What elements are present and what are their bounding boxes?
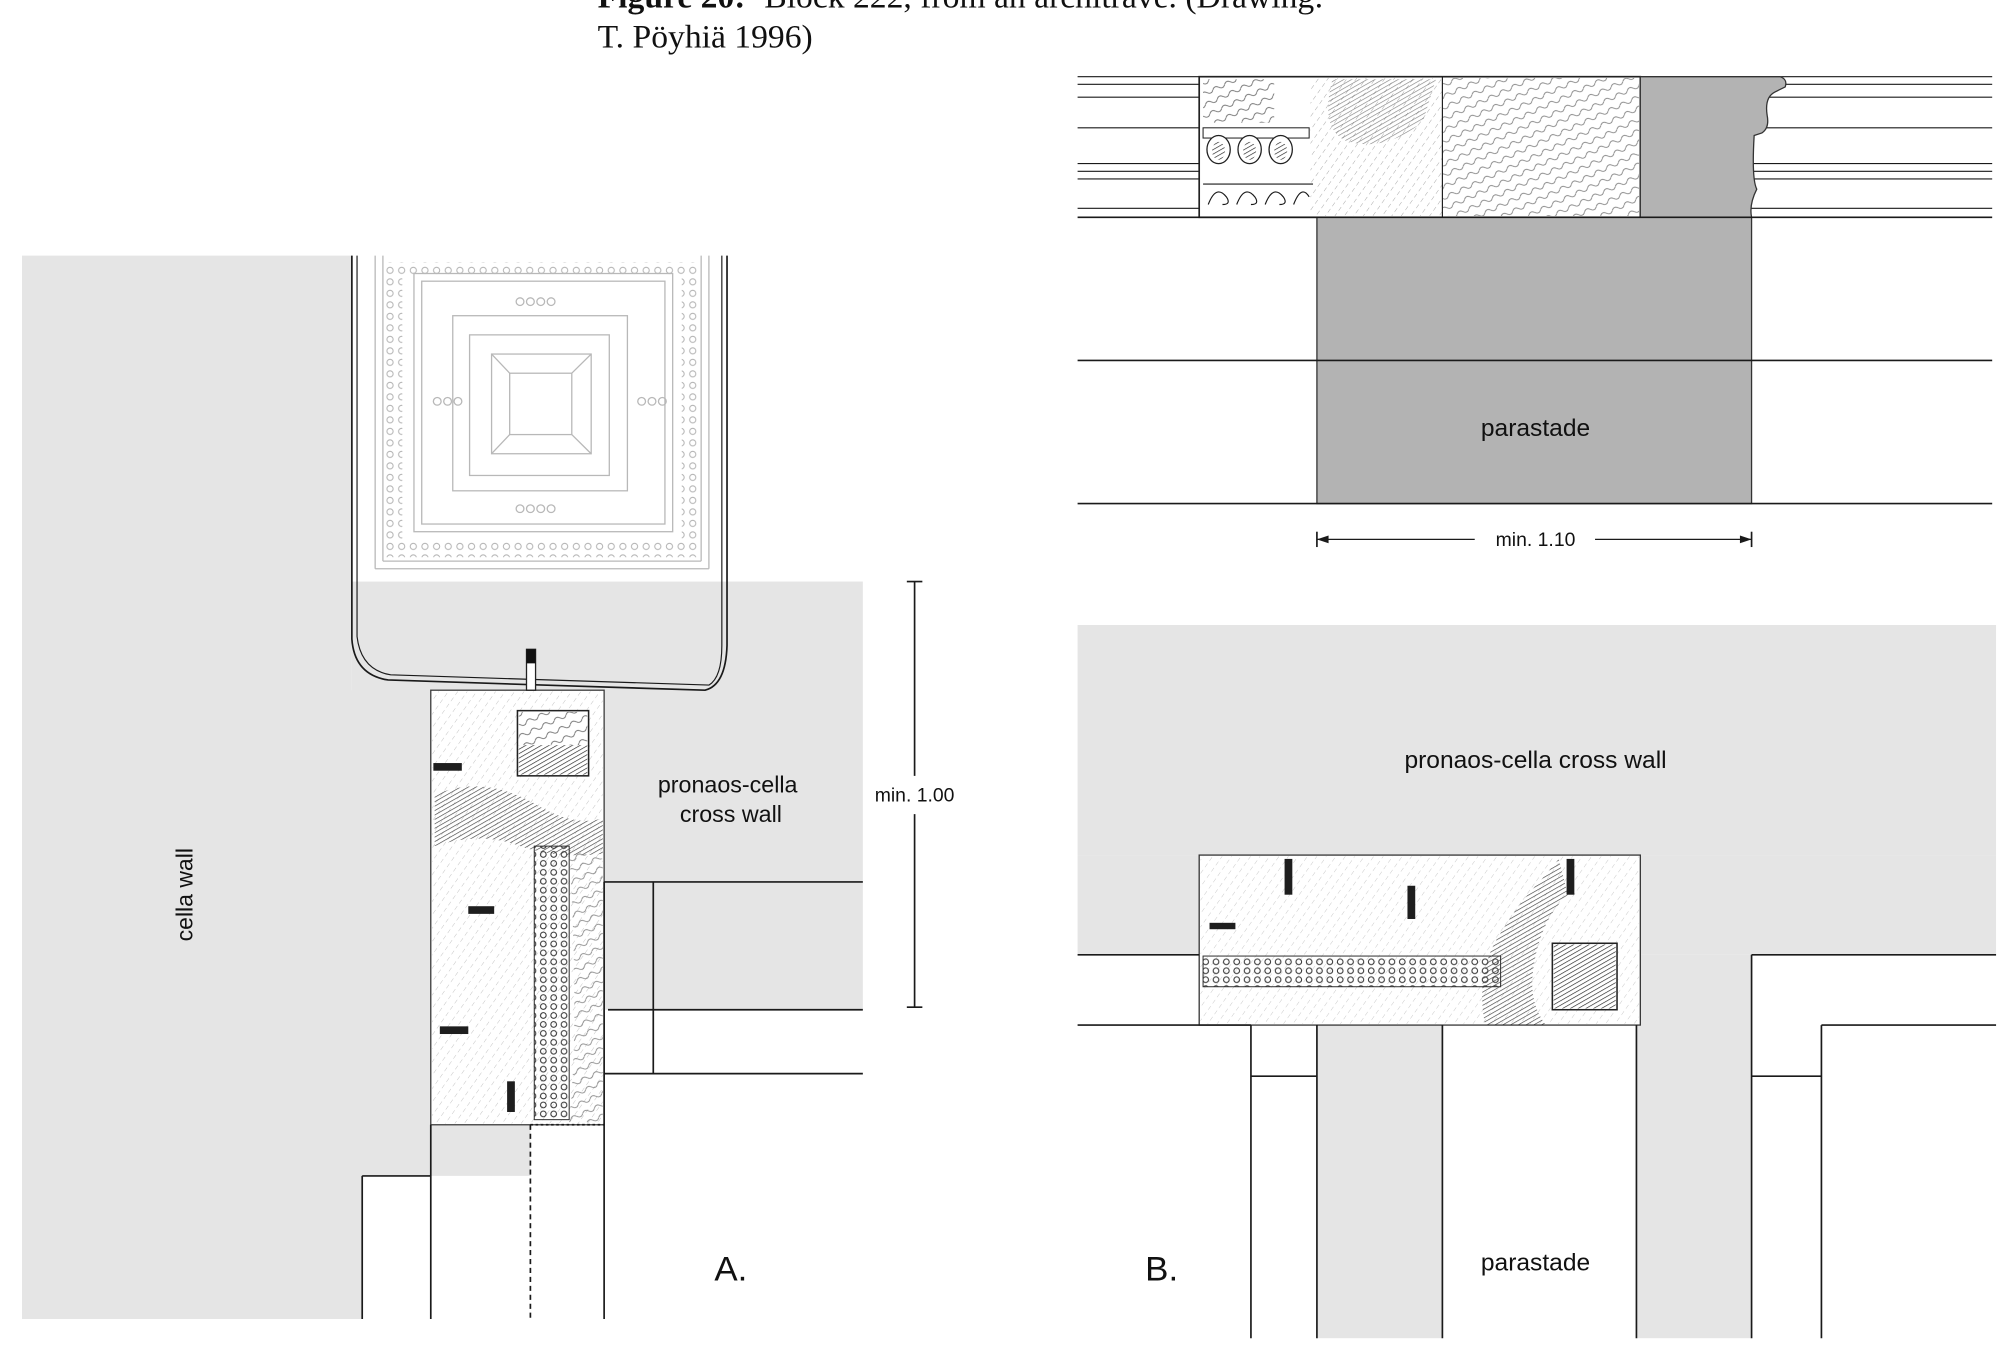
parastade-elevation-label: parastade: [1481, 415, 1590, 442]
panel-label-a: A.: [714, 1251, 747, 1289]
cross-wall-label-a: pronaos-cella cross wall: [658, 772, 804, 827]
dimension-a-label: min. 1.00: [875, 785, 955, 806]
block-222-plan-b: [1198, 854, 1641, 1026]
block-222-shaded-break: [1328, 79, 1436, 145]
block-222-elevation: [1198, 75, 1642, 219]
lewis-hole-b: [1551, 942, 1618, 1011]
wall-return-left: [1077, 855, 1200, 955]
drawing-a-plan: min. 1.00 cella wall pronaos-cella cross…: [21, 255, 955, 1320]
cross-wall-step: [604, 881, 863, 1010]
cornice-moulding-profile: [1639, 76, 1787, 218]
drawing-b-elevation: parastade min. 1.10: [1077, 75, 1993, 551]
dimension-b: min. 1.10: [1316, 530, 1753, 551]
pronaos-cella-cross-wall-b: [1077, 625, 1997, 856]
pronaos-cella-cross-wall: [351, 581, 863, 882]
parastade-plan-label: parastade: [1481, 1250, 1590, 1277]
panel-label-b: B.: [1145, 1251, 1178, 1289]
caption-line-1: Figure 20: Block 222, from an architrave…: [598, 0, 1324, 16]
caption-figure-label: Figure 20:: [598, 0, 746, 16]
cross-wall-label-b: pronaos-cella cross wall: [1404, 747, 1666, 774]
parastade-plan-right: [1636, 954, 1752, 1339]
block-222-worn-surface: [434, 786, 603, 856]
lewis-hole: [516, 709, 590, 777]
parastade-plan-left: [1316, 1025, 1443, 1339]
egg-and-dart-moulding: [1202, 127, 1310, 165]
block-222-bead-band: [533, 845, 570, 1121]
coffer-rosette-ornaments: [432, 297, 667, 514]
coffer-block-outline: [351, 255, 728, 692]
block-222-plan: [430, 648, 605, 1126]
block-222-plan-b-worn-area: [1482, 858, 1568, 1026]
cella-wall: [21, 255, 431, 1320]
dimension-b-label: min. 1.10: [1496, 530, 1576, 551]
coffer-block: [351, 255, 728, 692]
drawing-b-plan: pronaos-cella cross wall parastade B.: [1077, 625, 1997, 1339]
course-lines: [1077, 216, 1993, 505]
coffer-block-outline-sketch: [356, 255, 723, 686]
figure-caption: Figure 20: Block 222, from an architrave…: [598, 0, 1324, 55]
small-wall-block: [430, 1124, 531, 1176]
caption-line-1-text: Block 222, from an architrave. (Drawing:: [764, 0, 1323, 16]
scroll-frieze: [1203, 183, 1314, 206]
dowel-holes: [433, 763, 515, 1112]
cella-wall-label: cella wall: [172, 848, 198, 941]
dimension-a: min. 1.00: [875, 580, 955, 1009]
block-222-broken-edge: [569, 849, 603, 1123]
drawing-b-plan-lines: [1077, 953, 1997, 1339]
block-marker: [525, 648, 537, 691]
ornament-top-band: [1203, 79, 1275, 123]
coffer-nested-squares: [452, 315, 629, 492]
block-222-tooled-surface: [1442, 77, 1640, 217]
block-222-plan-b-bead-band: [1202, 955, 1502, 988]
coffer-block-face: [353, 255, 728, 582]
dowel-holes-b: [1209, 858, 1575, 930]
wall-return-right: [1636, 855, 1997, 955]
drawing-a-lines: [361, 881, 863, 1320]
caption-line-2: T. Pöyhiä 1996): [598, 18, 813, 55]
coffer-frame-lines: [374, 255, 710, 570]
